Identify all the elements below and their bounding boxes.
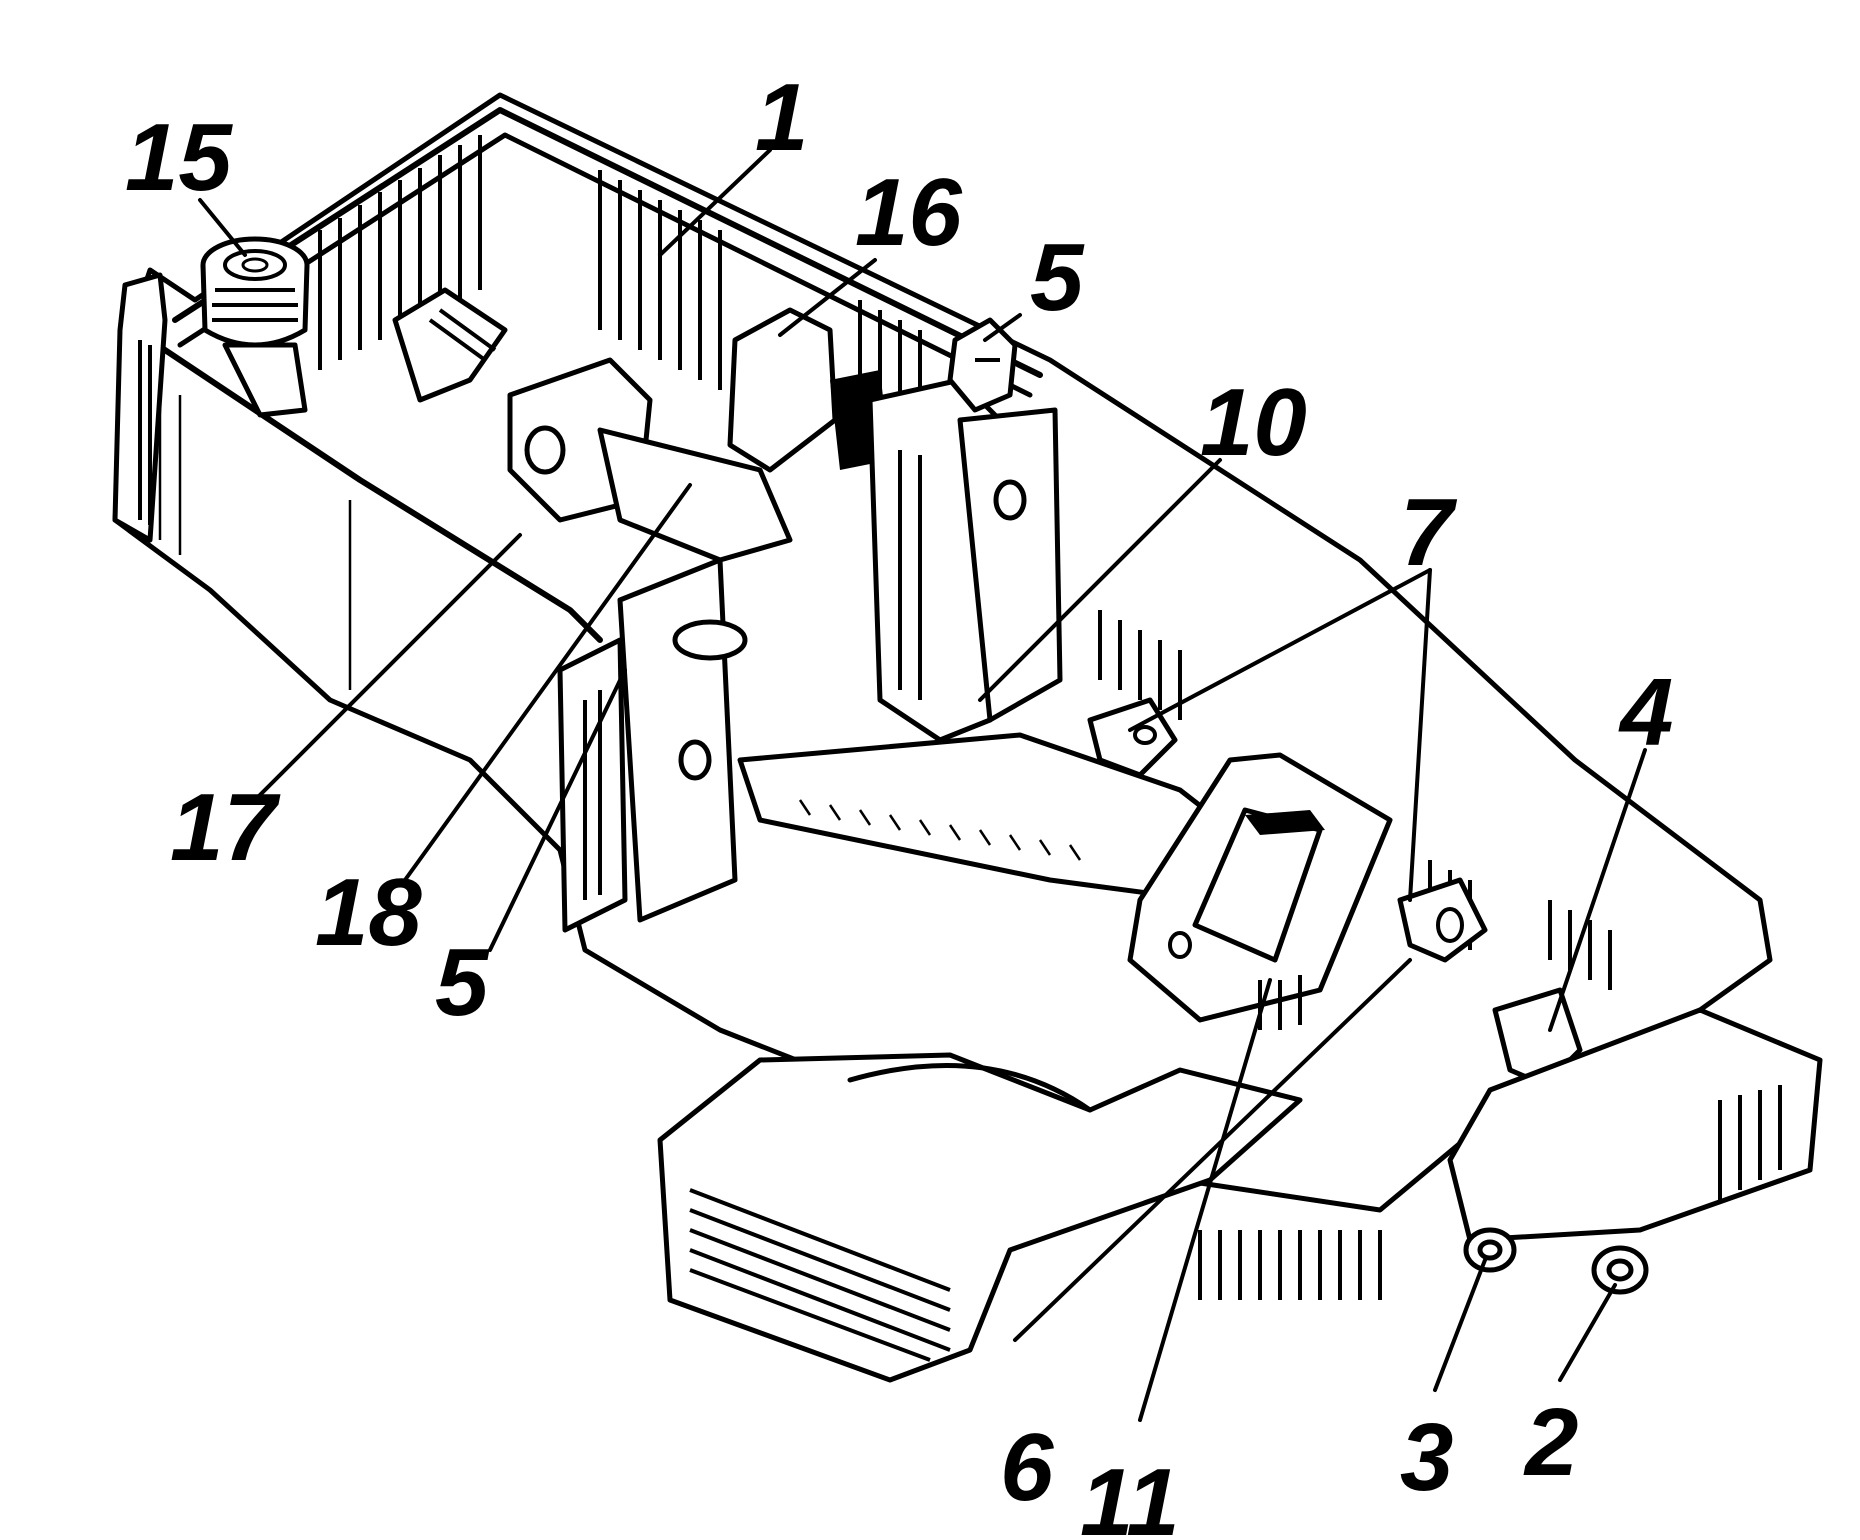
- back-wall-hatching: [318, 135, 1612, 990]
- callout-10: 10: [1200, 369, 1307, 476]
- part-7-claws: [1087, 697, 1488, 963]
- callout-5-top: 5: [1030, 224, 1085, 331]
- callout-3: 3: [1400, 1404, 1453, 1511]
- callout-2: 2: [1523, 1389, 1578, 1496]
- part-11-frame: [1127, 752, 1393, 1030]
- callout-7: 7: [1400, 479, 1458, 586]
- left-slider-block: [392, 287, 793, 563]
- callout-labels: 15 1 16 5 10 7 4 17 18 5 6 11 3 2: [125, 64, 1673, 1540]
- leader-lines: [198, 148, 1647, 1422]
- callout-16: 16: [855, 159, 962, 266]
- callout-11: 11: [1080, 1449, 1180, 1540]
- part-16-block: [727, 307, 1063, 743]
- right-end-cap: [1198, 1007, 1823, 1300]
- callout-15: 15: [125, 104, 233, 211]
- callout-6: 6: [1000, 1414, 1054, 1521]
- part-6-front-plate: [657, 1052, 1303, 1383]
- callout-5-bottom: 5: [435, 929, 490, 1036]
- callout-1: 1: [755, 64, 808, 171]
- callout-17: 17: [170, 774, 281, 881]
- callout-18: 18: [315, 859, 422, 966]
- part-15-knob: [200, 236, 310, 418]
- callout-4: 4: [1618, 659, 1673, 766]
- front-hinge-plate: [557, 557, 748, 933]
